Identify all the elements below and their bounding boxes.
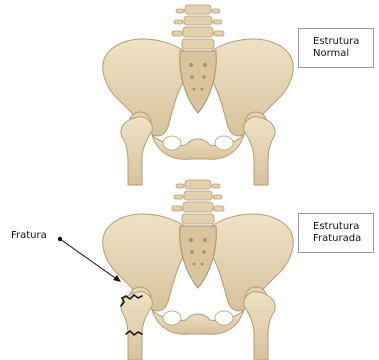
normal-pelvis — [103, 5, 293, 185]
fractured-structure-label: Estrutura Fraturada — [298, 213, 374, 253]
fractured-structure-label-line2: Fraturada — [313, 233, 373, 245]
normal-structure-label: Estrutura Normal — [298, 28, 374, 68]
normal-structure-label-line1: Estrutura — [313, 36, 373, 48]
fracture-label: Fratura — [11, 230, 47, 241]
fractured-structure-label-line1: Estrutura — [313, 221, 373, 233]
normal-structure-label-line2: Normal — [313, 48, 373, 60]
fractured-pelvis — [103, 180, 293, 360]
